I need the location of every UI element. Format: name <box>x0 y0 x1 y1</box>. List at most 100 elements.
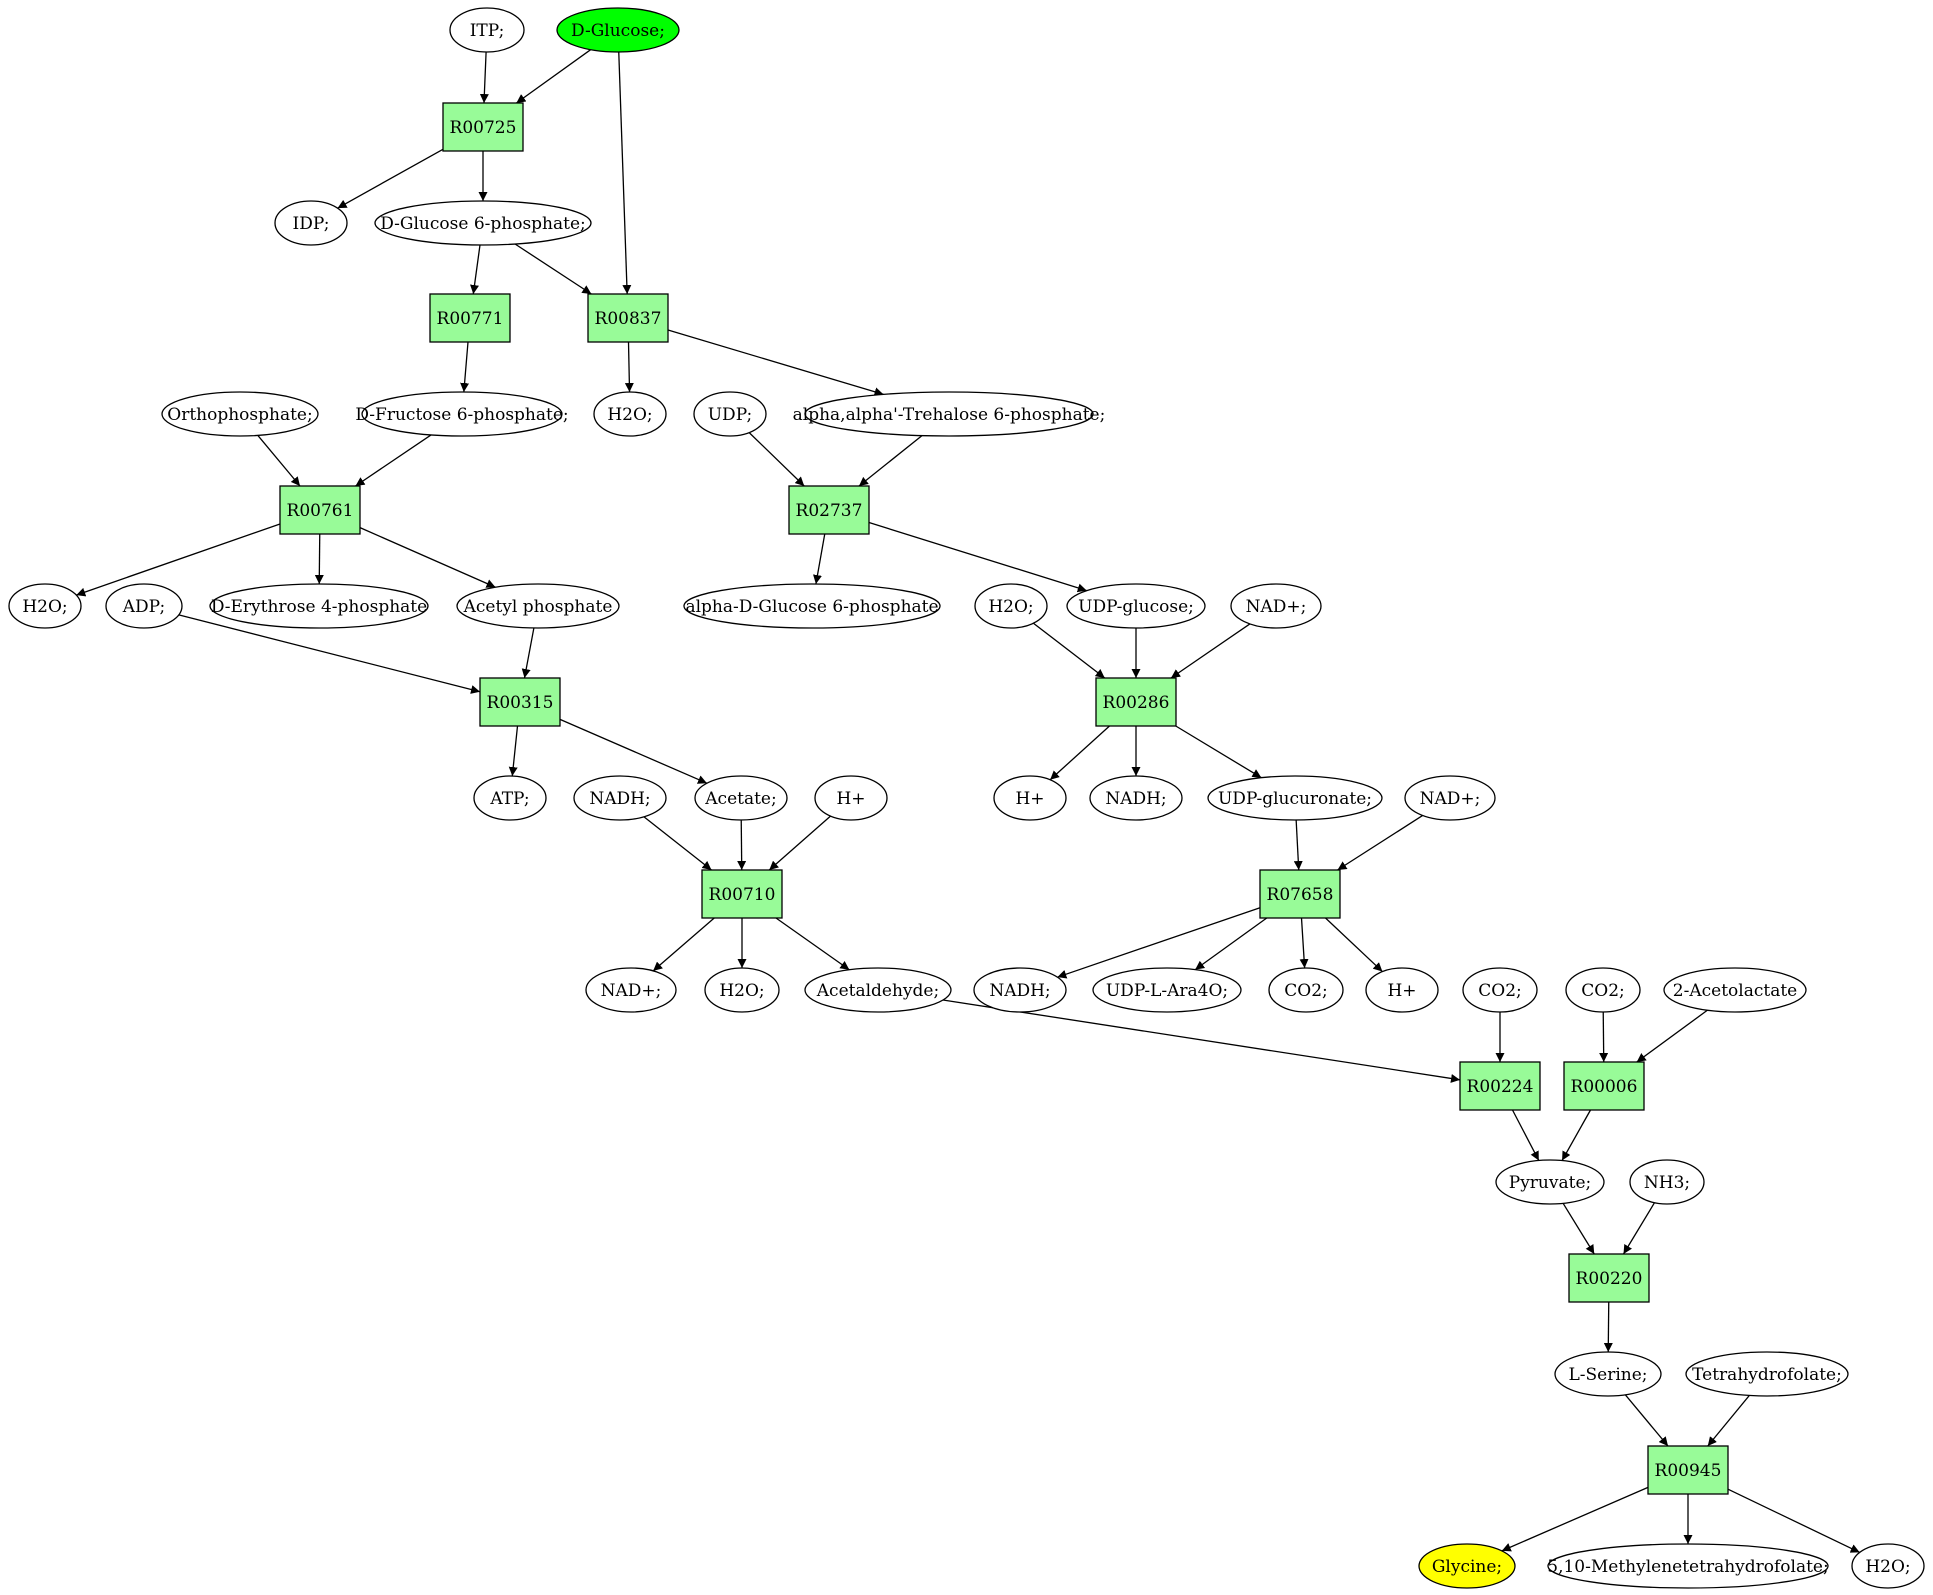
compound-ellipse <box>105 583 183 629</box>
compound-node-nh3[interactable]: NH3; <box>1629 1159 1705 1205</box>
node-label: NH3; <box>1644 1173 1690 1193</box>
compound-node-nadh_3[interactable]: NADH; <box>973 967 1067 1013</box>
reaction-node-R07658[interactable]: R07658 <box>1259 869 1341 919</box>
compound-node-pyruvate[interactable]: Pyruvate; <box>1495 1159 1605 1205</box>
reaction-node-R00945[interactable]: R00945 <box>1647 1445 1729 1495</box>
compound-ellipse <box>1207 775 1383 821</box>
compound-ellipse <box>693 391 767 437</box>
reaction-node-R00761[interactable]: R00761 <box>279 485 361 535</box>
compound-node-ag6p[interactable]: alpha-D-Glucose 6-phosphate <box>683 583 941 629</box>
compound-node-adp[interactable]: ADP; <box>105 583 183 629</box>
node-label: ADP; <box>122 597 165 617</box>
compound-node-hplus_3[interactable]: H+ <box>1365 967 1439 1013</box>
reaction-node-R02737[interactable]: R02737 <box>788 485 870 535</box>
compound-node-udpglucose[interactable]: UDP-glucose; <box>1066 583 1206 629</box>
edge-R00286-to-udpglucuronate <box>1175 725 1262 779</box>
compound-node-acetaldehyde[interactable]: Acetaldehyde; <box>804 967 952 1013</box>
compound-node-orthophosphate[interactable]: Orthophosphate; <box>161 391 319 437</box>
compound-node-acetolactate[interactable]: 2-Acetolactate <box>1663 967 1807 1013</box>
compound-ellipse <box>209 583 429 629</box>
node-label: R00224 <box>1467 1077 1534 1097</box>
compound-node-acetylp[interactable]: Acetyl phosphate <box>456 583 620 629</box>
compound-node-methylenethf[interactable]: 5,10-Methylenetetrahydrofolate; <box>1547 1543 1829 1589</box>
compound-ellipse <box>683 583 941 629</box>
compound-ellipse <box>361 391 563 437</box>
compound-node-nadp_1[interactable]: NAD+; <box>1230 583 1322 629</box>
edge-co2_3-to-R00006 <box>1599 1011 1609 1063</box>
edge-acetaldehyde-to-R00224 <box>942 999 1461 1083</box>
compound-node-hplus_1[interactable]: H+ <box>814 775 888 821</box>
reaction-box <box>788 485 870 535</box>
compound-node-itp[interactable]: ITP; <box>449 7 525 53</box>
compound-node-nadh_1[interactable]: NADH; <box>573 775 667 821</box>
compound-node-e4p[interactable]: D-Erythrose 4-phosphate <box>209 583 429 629</box>
reaction-box <box>1459 1061 1541 1111</box>
compound-node-co2_2[interactable]: CO2; <box>1462 967 1538 1013</box>
compound-node-co2_3[interactable]: CO2; <box>1565 967 1641 1013</box>
node-label: R00771 <box>437 309 504 329</box>
compound-node-glycine[interactable]: Glycine; <box>1418 1543 1516 1589</box>
compound-node-nadh_2[interactable]: NADH; <box>1089 775 1183 821</box>
node-label: D-Glucose; <box>571 21 665 41</box>
node-label: D-Fructose 6-phosphate; <box>355 405 568 425</box>
compound-ellipse <box>8 583 82 629</box>
compound-node-nadp_3[interactable]: NAD+; <box>585 967 677 1013</box>
edge-nadp_1-to-R00286 <box>1170 623 1251 679</box>
compound-node-h2o_4[interactable]: H2O; <box>704 967 780 1013</box>
edge-R00710-to-nadp_3 <box>652 917 715 972</box>
edge-R00945-to-glycine <box>1501 1486 1649 1552</box>
edge-R07658-to-co2_1 <box>1299 917 1309 969</box>
compound-ellipse <box>456 583 620 629</box>
compound-node-atp[interactable]: ATP; <box>473 775 547 821</box>
compound-ellipse <box>1495 1159 1605 1205</box>
compound-node-trehalose6p[interactable]: alpha,alpha'-Trehalose 6-phosphate; <box>793 391 1106 437</box>
edge-pyruvate-to-R00220 <box>1562 1203 1595 1255</box>
compound-node-thf[interactable]: Tetrahydrofolate; <box>1685 1351 1849 1397</box>
node-label: NAD+; <box>1246 597 1307 617</box>
compound-ellipse <box>1554 1351 1662 1397</box>
edge-adp-to-R00315 <box>178 614 481 694</box>
compound-node-acetate[interactable]: Acetate; <box>694 775 788 821</box>
compound-node-h2o_1[interactable]: H2O; <box>593 391 667 437</box>
compound-node-idp[interactable]: IDP; <box>274 200 348 246</box>
compound-ellipse <box>1462 967 1538 1013</box>
compound-node-g6p[interactable]: D-Glucose 6-phosphate; <box>374 200 592 246</box>
compound-node-udplara[interactable]: UDP-L-Ara4O; <box>1092 967 1242 1013</box>
compound-ellipse <box>449 7 525 53</box>
reaction-node-R00710[interactable]: R00710 <box>701 869 783 919</box>
reaction-node-R00837[interactable]: R00837 <box>587 293 669 343</box>
compound-node-nadp_2[interactable]: NAD+; <box>1404 775 1496 821</box>
node-label: H2O; <box>22 597 67 617</box>
compound-node-hplus_2[interactable]: H+ <box>993 775 1067 821</box>
compound-node-h2o_2[interactable]: H2O; <box>8 583 82 629</box>
reaction-node-R00220[interactable]: R00220 <box>1568 1253 1650 1303</box>
edge-itp-to-R00725 <box>479 51 489 104</box>
compound-ellipse <box>1092 967 1242 1013</box>
reaction-node-R00224[interactable]: R00224 <box>1459 1061 1541 1111</box>
compound-node-h2o_3[interactable]: H2O; <box>974 583 1048 629</box>
edge-nh3-to-R00220 <box>1622 1202 1656 1255</box>
compound-ellipse <box>1230 583 1322 629</box>
compound-node-udpglucuronate[interactable]: UDP-glucuronate; <box>1207 775 1383 821</box>
edge-R00224-to-pyruvate <box>1511 1109 1540 1161</box>
compound-node-co2_1[interactable]: CO2; <box>1268 967 1344 1013</box>
compound-node-f6p[interactable]: D-Fructose 6-phosphate; <box>355 391 569 437</box>
reaction-node-R00286[interactable]: R00286 <box>1095 677 1177 727</box>
compound-ellipse <box>1629 1159 1705 1205</box>
reaction-node-R00771[interactable]: R00771 <box>429 293 511 343</box>
node-label: H+ <box>1387 981 1416 1001</box>
edge-nadp_2-to-R07658 <box>1337 814 1424 871</box>
reaction-node-R00315[interactable]: R00315 <box>479 677 561 727</box>
compound-node-h2o_5[interactable]: H2O; <box>1851 1543 1925 1589</box>
reaction-box <box>1095 677 1177 727</box>
compound-node-lserine[interactable]: L-Serine; <box>1554 1351 1662 1397</box>
compound-node-udp[interactable]: UDP; <box>693 391 767 437</box>
reaction-box <box>1647 1445 1729 1495</box>
edge-R00761-to-acetylp <box>359 527 496 588</box>
compound-ellipse <box>804 391 1094 437</box>
reaction-node-R00006[interactable]: R00006 <box>1563 1061 1645 1111</box>
edge-R00006-to-pyruvate <box>1561 1109 1592 1161</box>
compound-node-dglucose[interactable]: D-Glucose; <box>556 7 680 53</box>
compound-ellipse <box>804 967 952 1013</box>
reaction-node-R00725[interactable]: R00725 <box>442 102 524 152</box>
